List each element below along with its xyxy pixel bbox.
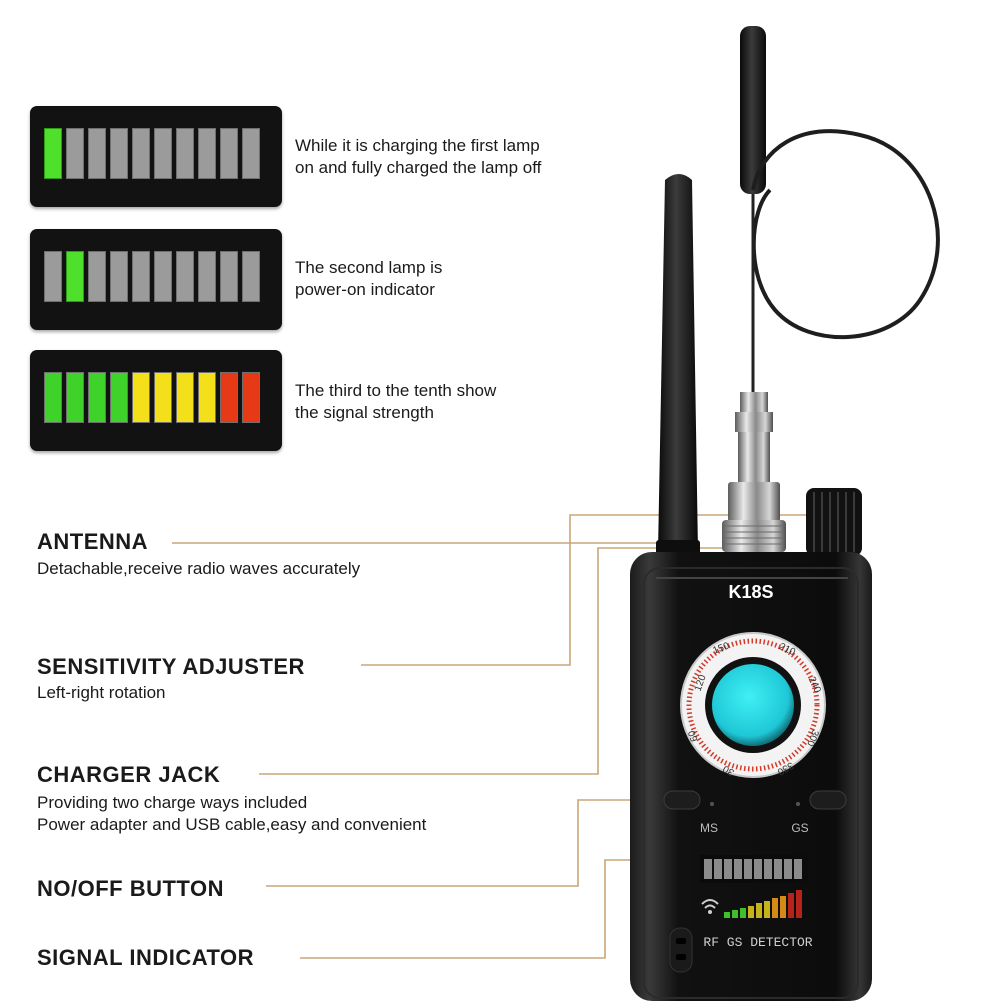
- ms-label: MS: [700, 821, 718, 835]
- lamp-4: [110, 251, 128, 302]
- description-line: The third to the tenth show: [295, 381, 497, 400]
- indicator-dot: [710, 802, 714, 806]
- description-line: While it is charging the first lamp: [295, 136, 540, 155]
- sensitivity-knob: [806, 488, 862, 556]
- lamp-row: [44, 251, 260, 302]
- indicator-dot: [796, 802, 800, 806]
- lamp-10: [242, 251, 260, 302]
- antenna: [656, 174, 700, 560]
- feature-title-charger: CHARGER JACK: [37, 762, 221, 787]
- lamp-7: [176, 128, 194, 179]
- lamp-7: [176, 372, 194, 423]
- footer-label: RF GS DETECTOR: [703, 935, 812, 950]
- feature-title-sensitivity: SENSITIVITY ADJUSTER: [37, 654, 305, 679]
- ms-button[interactable]: [663, 790, 701, 810]
- lamp-3: [88, 372, 106, 423]
- leader-button: [266, 799, 680, 887]
- lamp-2: [66, 372, 84, 423]
- lamp-10: [242, 128, 260, 179]
- lamp-9: [220, 128, 238, 179]
- feature-title-antenna: ANTENNA: [37, 529, 149, 554]
- model-label: K18S: [728, 582, 773, 602]
- lamp-4: [110, 372, 128, 423]
- connector: [722, 392, 786, 552]
- front-buttons: MS GS: [663, 790, 847, 835]
- lamp-5: [132, 372, 150, 423]
- leader-sensitivity: [361, 514, 835, 666]
- signal-icon: [701, 890, 802, 918]
- gs-button[interactable]: [809, 790, 847, 810]
- lamp-description-signal: The third to the tenth show the signal s…: [295, 380, 496, 424]
- feature-title-signal: SIGNAL INDICATOR: [37, 945, 255, 970]
- lamp-6: [154, 128, 172, 179]
- description-line: the signal strength: [295, 403, 434, 422]
- lamp-2: [66, 128, 84, 179]
- lamp-5: [132, 128, 150, 179]
- lamp-8: [198, 128, 216, 179]
- lamp-1: [44, 251, 62, 302]
- lamp-6: [154, 251, 172, 302]
- lamp-5: [132, 251, 150, 302]
- lamp-3: [88, 128, 106, 179]
- lamp-1: [44, 128, 62, 179]
- feature-title-button: NO/OFF BUTTON: [37, 876, 224, 901]
- description-line: on and fully charged the lamp off: [295, 158, 542, 177]
- lamp-1: [44, 372, 62, 423]
- lamp-9: [220, 372, 238, 423]
- lamp-10: [242, 372, 260, 423]
- lamp-8: [198, 372, 216, 423]
- lamp-description-charging: While it is charging the first lamp on a…: [295, 135, 541, 179]
- lamp-6: [154, 372, 172, 423]
- description-line: The second lamp is: [295, 258, 443, 277]
- lamp-description-power: The second lamp is power-on indicator: [295, 257, 442, 301]
- lamp-4: [110, 128, 128, 179]
- camera-lens: [712, 664, 794, 746]
- lamp-2: [66, 251, 84, 302]
- feature-line: Providing two charge ways included: [37, 793, 308, 812]
- lamp-panel-power: [30, 229, 282, 330]
- feature-desc-antenna: Detachable,receive radio waves accuratel…: [37, 558, 360, 580]
- feature-line: Left-right rotation: [37, 683, 166, 702]
- wire-probe: [740, 26, 940, 395]
- lamp-row: [44, 372, 260, 423]
- lamp-8: [198, 251, 216, 302]
- feature-line: Power adapter and USB cable,easy and con…: [37, 815, 427, 834]
- feature-line: Detachable,receive radio waves accuratel…: [37, 559, 361, 578]
- lamp-row: [44, 128, 260, 179]
- gs-label: GS: [791, 821, 808, 835]
- lamp-9: [220, 251, 238, 302]
- dial: 150 210 240 300 330 30 60 120: [680, 632, 826, 778]
- lamp-panel-signal: [30, 350, 282, 451]
- feature-desc-sensitivity: Left-right rotation: [37, 682, 166, 704]
- description-line: power-on indicator: [295, 280, 435, 299]
- feature-desc-charger: Providing two charge ways included Power…: [37, 792, 426, 836]
- lamp-panel-charging: [30, 106, 282, 207]
- lamp-7: [176, 251, 194, 302]
- side-ports: [669, 927, 693, 973]
- dial-number: 60: [686, 728, 700, 743]
- device-led-strip: [700, 855, 808, 883]
- lamp-3: [88, 251, 106, 302]
- dial-number: 30: [721, 762, 737, 777]
